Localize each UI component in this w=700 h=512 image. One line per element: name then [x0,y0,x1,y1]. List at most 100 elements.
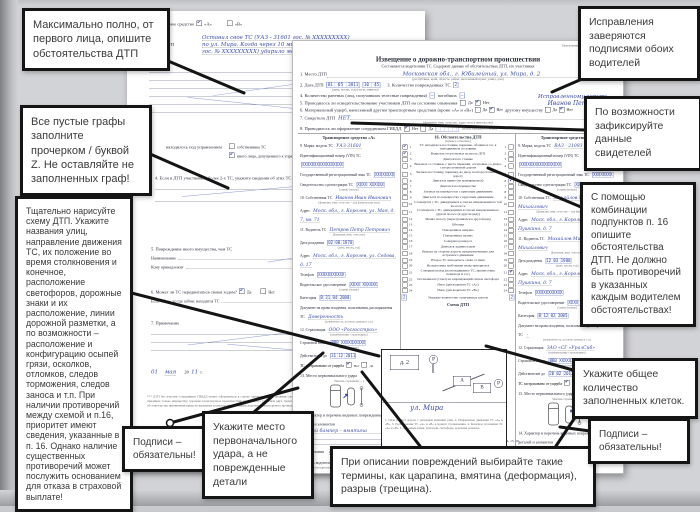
circumstance-number: 14 [503,228,508,233]
field-value: В 12 02 2005 [537,313,569,319]
circumstance-b-checkbox [508,282,514,288]
field-value: ВВВ ХХХХХХХХХХ [330,340,367,346]
field-label: Телефон [518,290,532,296]
form-field: 10. Собственник ТС Иванов Иван Иванович … [300,193,398,205]
damaged-count-label: 3. Количество поврежденных ТС [387,82,451,88]
circumstance-b-checkbox [508,227,514,233]
field-label: Водительское удостоверение [300,282,347,288]
circumstance-row: 17 Двигался задним ходом 17 [401,244,514,250]
circumstance-number: 20 [503,264,508,268]
no-label: Нет [353,364,360,368]
circumstances-column: 16. Обстоятельства ДТП (нужное отметить)… [399,134,517,489]
building-box: д. 2 [390,355,419,370]
circumstance-number: 9 [504,195,507,200]
witnesses-value: НЕТ [338,115,351,121]
form-field: Идентификационный номер (VIN) ТС ХХХХХХХ… [518,151,616,169]
field-label: Дата рождения [518,258,543,264]
field-value: Иванов Иван Иванович [335,195,392,201]
form-field: 12. Страховщик ООО «Росгосстрах» (наимен… [300,325,398,337]
circumstance-number: 20 [408,264,413,268]
circumstance-number: 9 [409,195,412,200]
field-label: 10. Собственник ТС [300,195,333,201]
circumstance-row: 4 Выезжал со стоянки, с места парковки, … [401,162,514,170]
circumstance-b-checkbox [508,201,514,207]
circumstance-number: 15 [503,234,508,238]
circumstance-b-checkbox [508,288,514,294]
field-sub: (наименование страховщика) [330,333,368,337]
can-move-label: 6. Может ли ТС передвигаться своим ходом… [151,289,237,295]
gibdd-label: 8. Проводилось ли оформление сотрудником… [300,126,402,131]
circumstance-a-checkbox [402,150,408,157]
form-field: Адрес Моск. обл., г. Королев, ул. Пушкин… [518,269,616,287]
date-cells: 01 05 2011 [326,82,360,88]
circumstance-row: 20 Не выполнил требование знака приорите… [401,263,514,269]
circumstance-number: 21 [503,270,508,275]
circumstance-row: 5 Заезжал на стоянку, парковку, во двор,… [401,170,514,178]
form-field: Государственный регистрационный знак ТС … [300,170,398,179]
circumstance-text: Двигался задним ходом [440,244,476,249]
circumstance-row: 24 Иное (для водителя ТС «В») 24 [401,288,514,294]
field-sub: (серия) (номер) [339,288,359,292]
field-label: Свидетельство о регистрации ТС [300,182,354,188]
circumstance-text: Двигался на перекрестке [439,184,477,189]
field-sub: (фамилия, имя, отчество) [332,233,366,237]
corrections-signatures: Иванов Петров [547,99,599,107]
field-label: Адрес [300,253,310,259]
field-value: Моск. обл., г. Королев, ул. Пушкина, д. … [518,271,595,286]
owner-checkbox [229,143,235,150]
circumstance-number: 4 [409,164,412,168]
scheme-caption: 1. План (схему) дороги с указанием назва… [385,419,503,430]
field-value: ХХХХ ХХХХХХ [349,282,378,288]
date-year: 11 [191,368,199,376]
circumstance-number: 3 [504,157,507,162]
circumstance-text: Совершил наезд (на неподвижное ТС, препя… [420,268,496,277]
place-label: 1. Место ДТП [300,71,327,77]
field-value: – [526,332,529,338]
no-label: Нет [482,100,490,106]
callout-p16-combination: С помощью комбинации подпунктов п. 16 оп… [580,182,696,327]
form-title: Извещение о дорожно-транспортном происше… [375,56,541,64]
circumstance-number: 22 [503,277,508,282]
corrections-block: Исправленному верить Иванов Петров [538,93,608,107]
circumstance-text: Двигался по стоянке [443,157,473,161]
circumstance-b-checkbox [508,244,514,250]
dead-label: погибших [437,93,457,98]
circumstance-text: Столкнулся с ТС, движущимся в том же нап… [417,208,499,216]
count-a-cell: 2 [401,294,407,301]
circumstance-number: 24 [503,288,508,293]
gibdd-sub: (номер нагрудного знака) [461,126,497,131]
vehicle-b-letter: «В» [234,21,243,27]
circumstance-row: 13 Обгонял 13 [401,222,514,228]
form-field: 12. Страховщик ЗАО «СГ «УралСиб» (наимен… [518,343,616,355]
car-a-box: А [453,376,471,386]
field-sub: (серия) (номер) [557,306,577,310]
yes-label: Да [428,126,434,131]
circumstance-number: 2 [504,152,507,156]
field-sub: (фамилия, имя, отчество) [550,251,584,255]
corrections-note: Исправленному верить [538,93,608,100]
circumstance-a-checkbox [402,156,408,162]
form-field: 9. Марка, модель ТС ВАЗ - 21093 [518,141,616,150]
material-yes-checkbox [474,107,481,113]
circumstance-row: 16 Совершал разворот 16 [401,238,514,245]
circumstance-number: 7 [504,184,507,189]
field-value: ВАЗ - 21093 [554,143,583,149]
field-label: Категория [518,313,535,319]
form-field: Идентификационный номер (VIN) ТС ХХХХХХХ… [300,151,398,169]
callout-witnesses: По возможности зафиксируйте данные свиде… [584,96,700,171]
circumstance-b-checkbox [508,151,514,157]
circumstance-number: 18 [408,251,413,256]
damage-value: Задний бампер – вмятина [300,428,398,434]
field-label: Действителен до [300,353,327,359]
form-field: Документ на право владения, пользования,… [300,303,398,324]
yes-label: Да [467,100,473,106]
field-label: Свидетельство о регистрации ТС [518,182,572,188]
place-sub: (республика, край, область, район, насел… [412,77,504,82]
circumstance-a-checkbox [402,201,408,207]
circumstance-row: 22 Остановился (стоял) на запрещающий си… [401,277,514,283]
circumstance-number: 2 [409,152,412,156]
property-name-label: Наименование [151,256,176,261]
circumstance-number: 24 [408,288,413,293]
driver-a-sign-label: Подпись водителя ТС «А» [300,460,345,466]
circumstance-number: 3 [409,157,412,162]
